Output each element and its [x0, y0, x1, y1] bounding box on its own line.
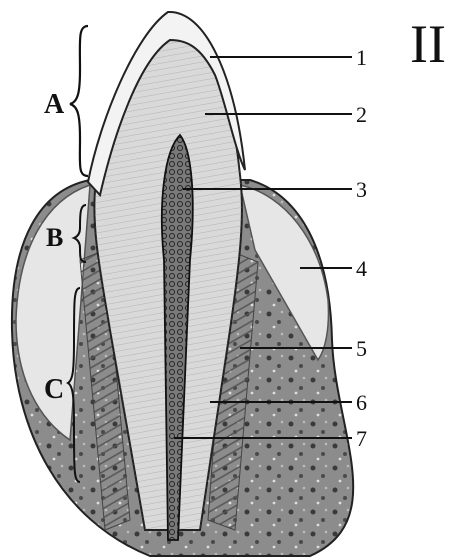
part-number-7: 7	[356, 426, 367, 451]
region-label-c: C	[44, 374, 64, 405]
region-label-b: B	[46, 223, 63, 252]
part-number-5: 5	[356, 336, 367, 361]
part-number-6: 6	[356, 390, 367, 415]
part-number-2: 2	[356, 102, 367, 127]
panel-label: II	[410, 14, 446, 74]
part-number-3: 3	[356, 177, 367, 202]
part-number-4: 4	[356, 256, 367, 281]
region-label-a: A	[44, 89, 65, 120]
part-number-1: 1	[356, 45, 367, 70]
bracket-a	[70, 26, 88, 176]
